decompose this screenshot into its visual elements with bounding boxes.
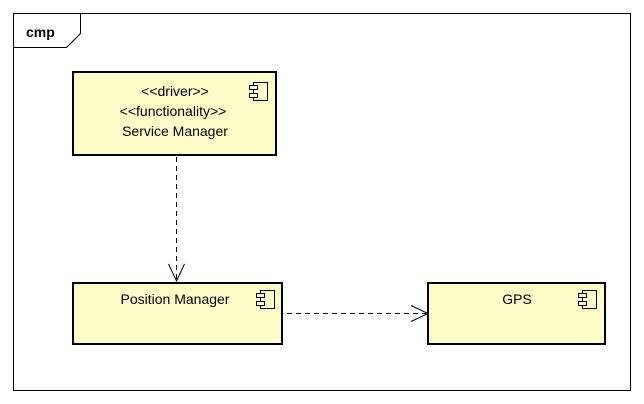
component-gps[interactable]: GPS	[427, 282, 606, 345]
component-icon	[256, 290, 275, 309]
component-service-manager[interactable]: <<driver>> <<functionality>> Service Man…	[72, 71, 277, 156]
dependency-position-to-gps	[287, 305, 430, 322]
service-manager-stereotype-functionality: <<functionality>>	[120, 103, 227, 119]
component-position-manager[interactable]: Position Manager	[72, 282, 283, 345]
component-icon	[249, 82, 268, 101]
gps-name: GPS	[502, 291, 532, 307]
service-manager-name: Service Manager	[122, 123, 228, 139]
frame-label: cmp	[26, 24, 55, 40]
position-manager-name: Position Manager	[121, 291, 230, 307]
component-icon	[578, 290, 597, 309]
dependency-service-to-position	[168, 157, 185, 283]
service-manager-stereotype-driver: <<driver>>	[141, 83, 209, 99]
